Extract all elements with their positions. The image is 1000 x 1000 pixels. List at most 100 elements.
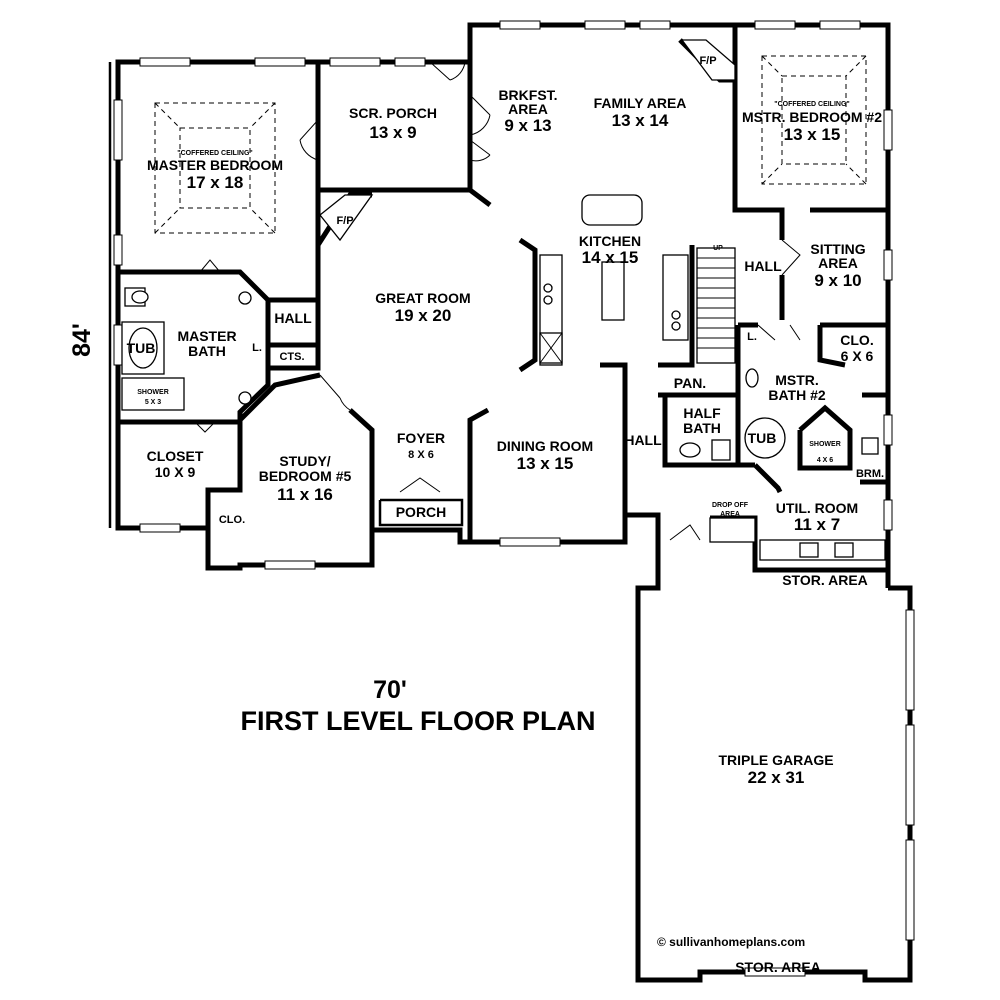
room-name-sitting: SITTING: [810, 241, 865, 257]
width-dimension: 70': [373, 676, 407, 704]
door: [194, 421, 216, 433]
linen-label-2: L.: [747, 331, 757, 343]
entry-door: [399, 477, 441, 493]
wall-kitchen: [518, 237, 538, 373]
bathtub: [744, 417, 786, 459]
drop-off-bench: [709, 517, 756, 543]
room-dims-mstr-bedroom2: 13 x 15: [784, 125, 841, 144]
utility-counter: [759, 539, 886, 561]
room-dims-sitting: 9 x 10: [814, 271, 861, 290]
toilet: [711, 439, 731, 461]
room-labels: "COFFERED CEILING" MASTER BEDROOM 17 x 1…: [147, 87, 883, 787]
window: [264, 560, 316, 570]
windows: [113, 20, 915, 977]
window: [499, 537, 561, 547]
plan-annotations: 70' FIRST LEVEL FLOOR PLAN 84' © sulliva…: [68, 323, 805, 949]
room-name-half-bath-2: BATH: [683, 420, 721, 436]
room-name-brkfst: BRKFST.: [498, 87, 557, 103]
burner: [543, 295, 553, 305]
window: [139, 523, 181, 533]
wall-clo2-left: [817, 325, 846, 368]
wall-stairs: [658, 245, 695, 368]
washer: [799, 542, 819, 558]
minor-labels: F/P F/P HALL HALL HALL TUB TUB SHOWER 5 …: [127, 55, 884, 975]
brm-label: BRM.: [856, 468, 884, 480]
hall-label-2: HALL: [744, 258, 782, 274]
wall-master-bath: [118, 368, 271, 425]
room-dims-dining: 13 x 15: [517, 454, 574, 473]
wall-closet: [205, 422, 243, 528]
room-name-mstr-bath2: MSTR.: [775, 372, 819, 388]
wall-mstr-bed2-bottom: [732, 25, 785, 240]
door: [757, 324, 801, 341]
coffered-note: "COFFERED CEILING": [177, 150, 252, 157]
stairs-up-label: UP: [713, 245, 723, 252]
room-name-mstr-bedroom2: MSTR. BEDROOM #2: [742, 109, 882, 125]
room-name-sitting-2: AREA: [818, 255, 858, 271]
sink: [671, 310, 681, 320]
tub-label-2: TUB: [748, 430, 777, 446]
window: [819, 20, 861, 30]
room-dims-closet: 10 X 9: [155, 464, 196, 480]
room-dims-kitchen: 14 x 15: [582, 248, 639, 267]
linen-label: L.: [252, 342, 262, 354]
depth-dimension: 84': [68, 323, 96, 357]
dryer: [834, 542, 854, 558]
window: [754, 20, 796, 30]
window: [113, 324, 123, 366]
wall-brkfst-diag: [468, 188, 492, 207]
window: [254, 57, 306, 67]
hall-label: HALL: [274, 310, 312, 326]
window: [883, 414, 893, 446]
shower-label: SHOWER: [137, 389, 169, 396]
window: [883, 249, 893, 281]
drop-off-label-2: AREA: [720, 511, 740, 518]
window: [744, 967, 806, 977]
sink: [745, 368, 759, 388]
window: [883, 499, 893, 531]
sink: [238, 391, 252, 405]
wall-shower2: [797, 404, 853, 471]
coffered-ceiling-inner-2: [781, 75, 847, 165]
cts-label: CTS.: [279, 351, 304, 363]
room-name-scr-porch: SCR. PORCH: [349, 105, 437, 121]
window: [394, 57, 426, 67]
interior-walls: [118, 25, 888, 573]
toilet-bowl: [131, 290, 149, 304]
room-dims-scr-porch: 13 x 9: [369, 123, 416, 142]
hall-label-3: HALL: [624, 432, 662, 448]
room-name-mstr-bath2-2: BATH #2: [768, 387, 826, 403]
sink: [679, 442, 701, 458]
coffered-ceiling-outline-2: [761, 55, 867, 185]
shower: [121, 377, 185, 411]
window: [499, 20, 541, 30]
room-name-master-bath-2: BATH: [188, 343, 226, 359]
room-name-master-bath: MASTER: [177, 328, 236, 344]
porch-outline: [378, 498, 464, 527]
stor-area-label: STOR. AREA: [782, 572, 868, 588]
room-dims-great-room: 19 x 20: [395, 306, 452, 325]
fp-label-2: F/P: [699, 55, 716, 67]
fixtures: [121, 194, 886, 561]
coffered-ceiling-inner: [179, 127, 251, 209]
room-name-study: STUDY/: [279, 453, 330, 469]
room-name-master-bedroom: MASTER BEDROOM: [147, 157, 283, 173]
room-name-kitchen: KITCHEN: [579, 233, 641, 249]
drop-off-label: DROP OFF: [712, 502, 749, 509]
garage-door: [669, 524, 701, 541]
wall-dining-right: [600, 362, 628, 515]
window: [639, 20, 671, 30]
fp-label: F/P: [336, 215, 353, 227]
coffered-ceiling-outline: [154, 102, 276, 234]
wall-cts: [265, 342, 321, 371]
room-name-clo2: CLO.: [840, 332, 873, 348]
bathtub-basin: [128, 327, 158, 369]
wall-master-bed-bottom: [118, 269, 271, 360]
shower-dims-2: 4 X 6: [817, 457, 833, 464]
room-dims-foyer: 8 X 6: [408, 449, 434, 461]
kitchen-island: [601, 261, 625, 321]
window: [329, 57, 381, 67]
sink: [671, 321, 681, 331]
wall-study: [238, 372, 321, 422]
room-dims-study: 11 x 16: [277, 485, 333, 504]
